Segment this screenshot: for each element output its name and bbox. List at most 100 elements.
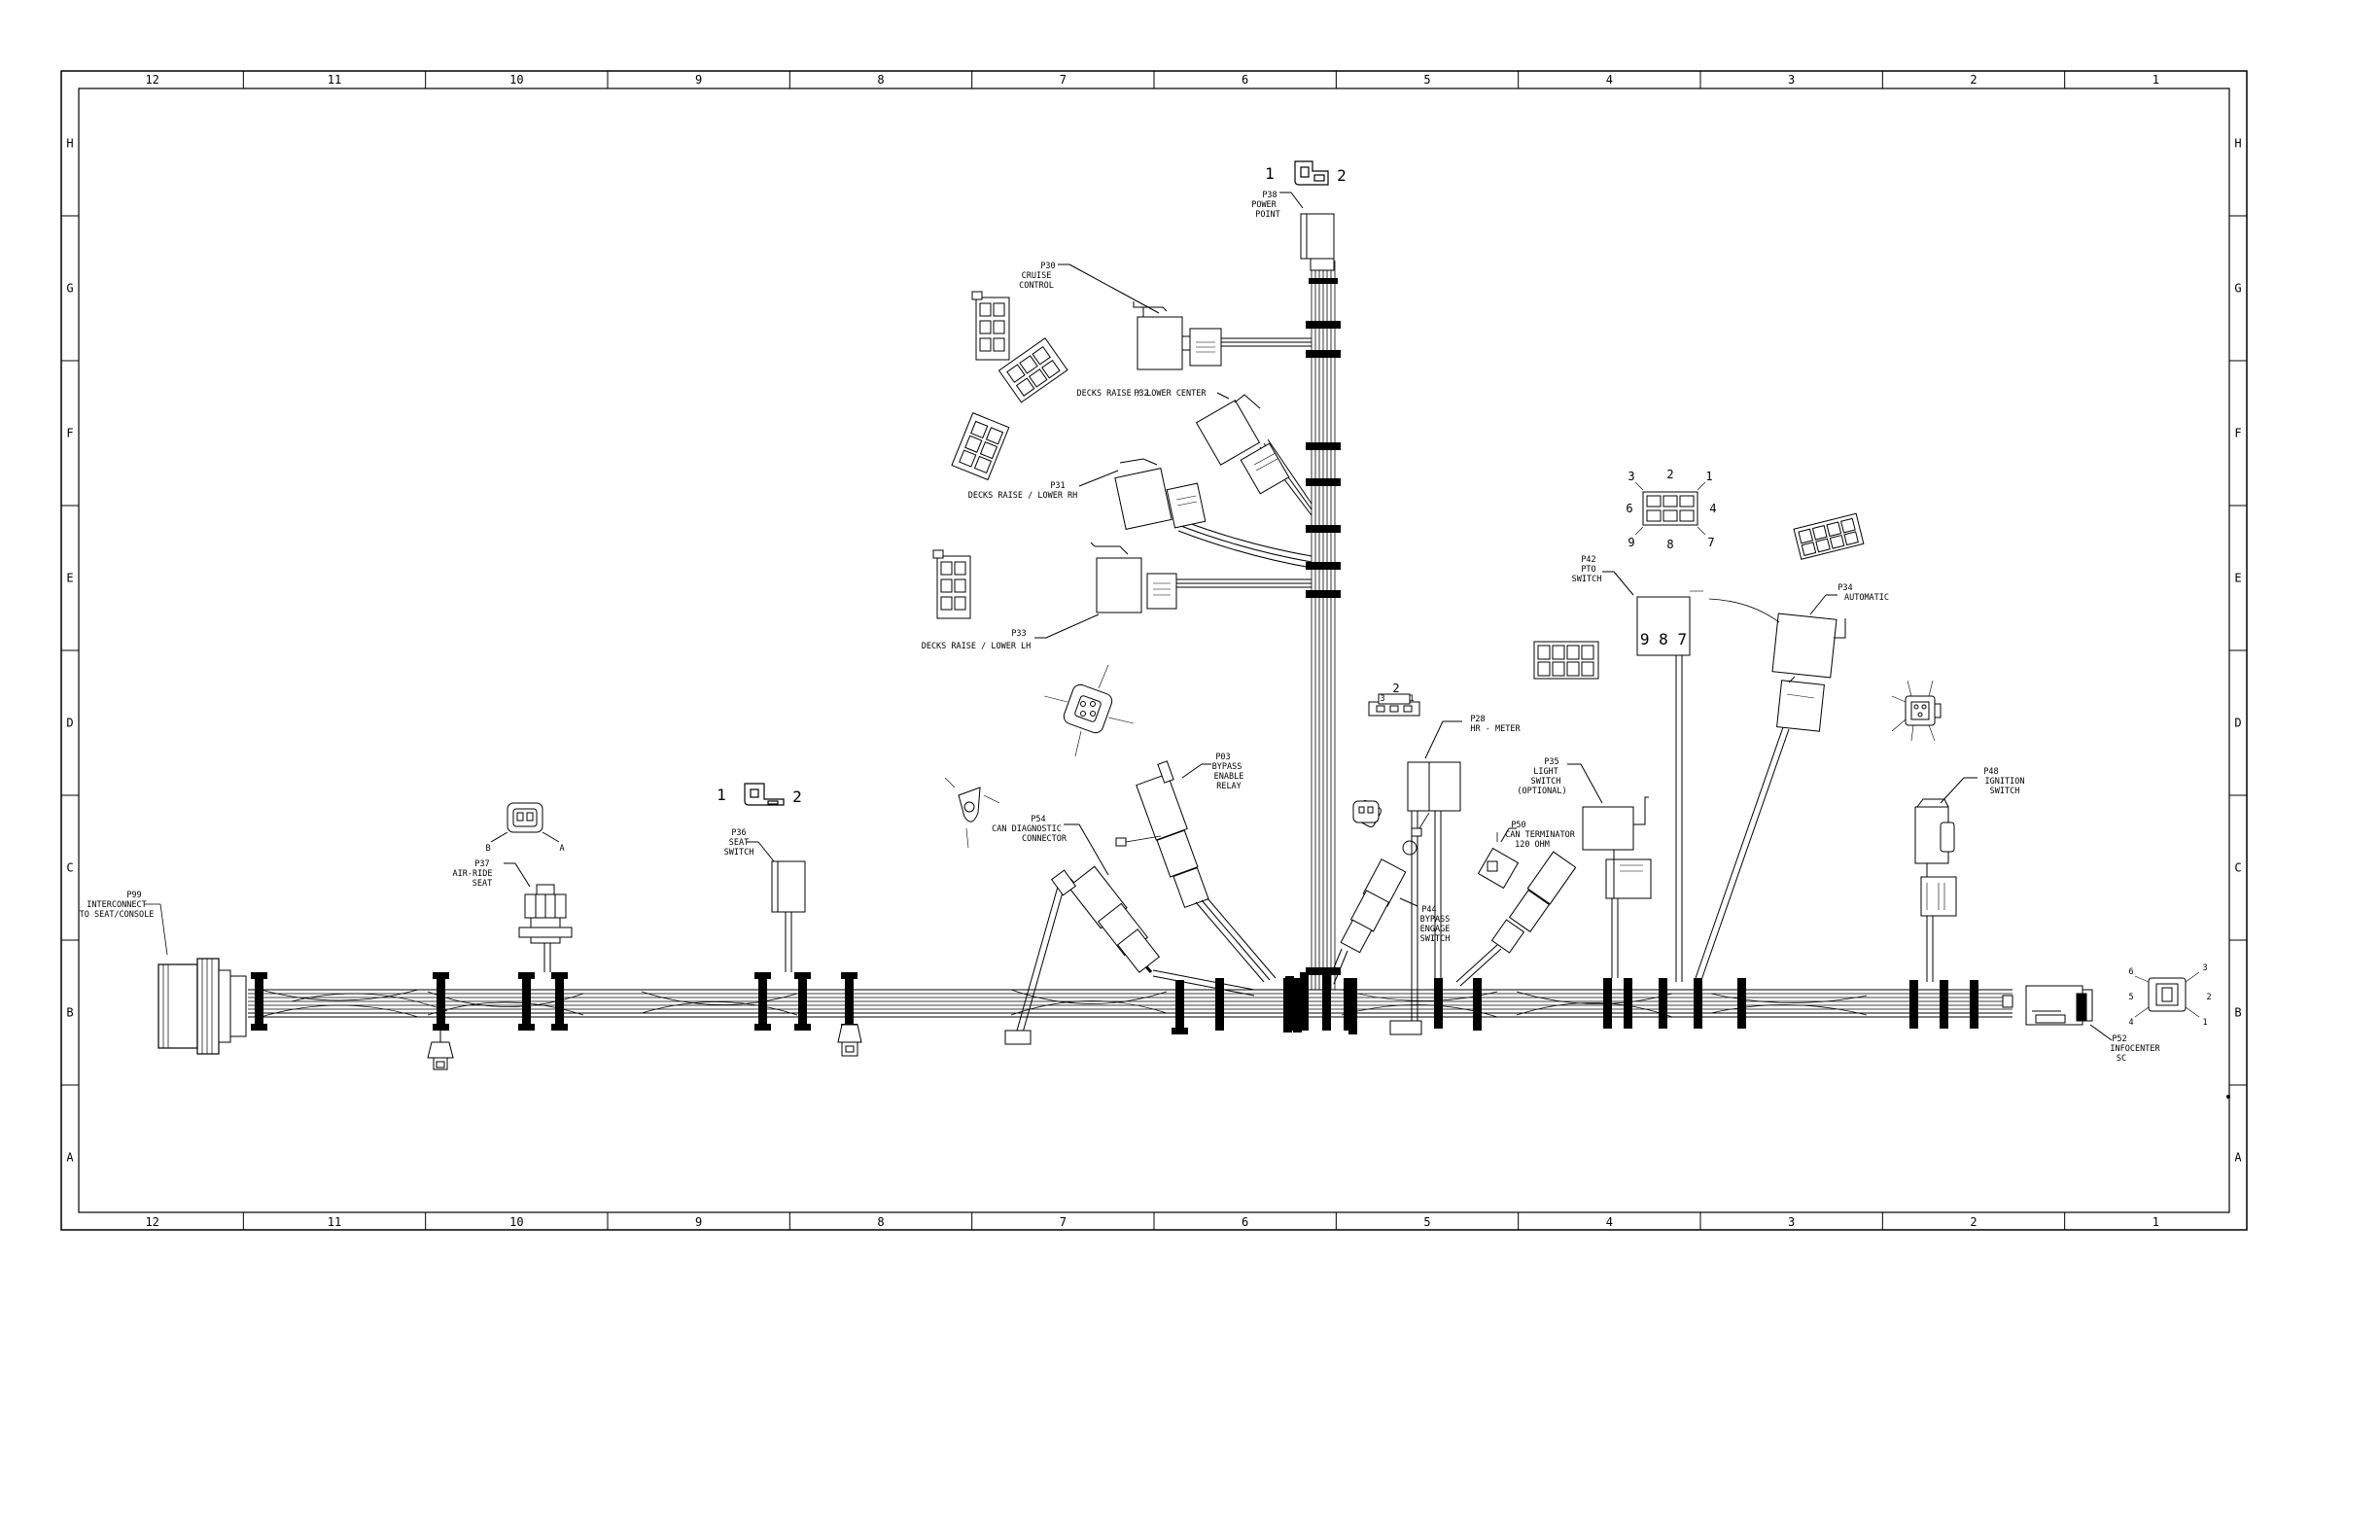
- pto-face-pins: 9 8 7: [1640, 630, 1687, 648]
- infocenter-pin-1: 1: [2202, 1018, 2207, 1028]
- pto-pin-9: 9: [1628, 536, 1634, 549]
- p44-bypass-engage-switch-connector[interactable]: [1327, 799, 1418, 985]
- p36-seat-switch-connector[interactable]: [747, 841, 806, 972]
- hr-meter-pin-3: 3: [1380, 694, 1384, 704]
- p31-label-1: P31: [1050, 481, 1065, 491]
- sheet-frame: [60, 70, 2248, 1231]
- p33-decks-lh-connector[interactable]: [1034, 542, 1312, 639]
- p54-label-3: CONNECTOR: [1022, 834, 1068, 844]
- p42-label-3: SWITCH: [1572, 575, 1602, 584]
- p35-label-1: P35: [1544, 757, 1558, 767]
- zone-column-label-bottom: 1: [2152, 1215, 2159, 1229]
- pto-pin-3: 3: [1628, 470, 1634, 483]
- p99-label-2: INTERCONNECT: [87, 900, 146, 910]
- p30-cruise-control-connector[interactable]: [1058, 263, 1312, 370]
- p52-label-3: SC: [2117, 1054, 2126, 1064]
- p42-pto-switch-connector[interactable]: [1602, 571, 1691, 982]
- p50-can-terminator-connector[interactable]: [1455, 827, 1577, 987]
- p48-label-1: P48: [1983, 767, 1998, 777]
- p50-label-1: P50: [1511, 821, 1525, 830]
- p52-label-2: INFOCENTER: [2110, 1044, 2160, 1054]
- p37-label-1: P37: [474, 859, 489, 869]
- zone-row-label-right: C: [2234, 861, 2241, 875]
- p03-label-3: ENABLE: [1214, 772, 1244, 782]
- main-trunk: [248, 989, 2013, 1018]
- zone-column-label-top: 11: [328, 73, 341, 87]
- zone-row-label-right: D: [2234, 717, 2241, 730]
- p32-decks-center-connector[interactable]: [1195, 392, 1312, 516]
- infocenter-pin-3: 3: [2202, 963, 2207, 973]
- p50-label-3: 120 OHM: [1515, 840, 1550, 850]
- zone-column-label-top: 12: [145, 73, 158, 87]
- p48-ignition-switch-connector[interactable]: [1914, 777, 1978, 982]
- p38-label-3: POINT: [1255, 210, 1280, 220]
- p36-label-2: SEAT: [729, 838, 749, 848]
- p28-hour-meter-connector[interactable]: [1389, 720, 1462, 1035]
- zone-column-label-top: 6: [1242, 73, 1248, 87]
- p50-label-2: CAN TERMINATOR: [1505, 830, 1576, 840]
- p32-label-1: P32: [1134, 389, 1148, 399]
- p32-label-2: DECKS RAISE / LOWER CENTER: [1076, 389, 1207, 399]
- zone-row-label-right: F: [2234, 427, 2241, 440]
- zone-column-label-top: 9: [695, 73, 702, 87]
- p38-power-point-connector[interactable]: [1279, 192, 1335, 271]
- drop-plug-center[interactable]: [837, 1017, 862, 1057]
- p42-label-1: P42: [1581, 555, 1595, 565]
- p30-label-3: CONTROL: [1019, 281, 1054, 291]
- ignition-pinout-detail: [1891, 680, 1942, 742]
- p34-automatic-connector[interactable]: [1690, 590, 1846, 981]
- trunk-clamps: [251, 972, 1978, 1034]
- pto-pin-1: 1: [1705, 470, 1712, 483]
- p48-label-3: SWITCH: [1990, 787, 2020, 796]
- p44-label-1: P44: [1421, 905, 1436, 915]
- decks-pinout-detail-1: [971, 291, 1010, 361]
- zone-column-label-top: 10: [509, 73, 523, 87]
- zone-row-label-right: E: [2234, 572, 2241, 585]
- zone-row-label-right: G: [2234, 282, 2241, 296]
- p35-label-4: (OPTIONAL): [1517, 787, 1566, 796]
- p30-label-2: CRUISE: [1022, 271, 1052, 281]
- infocenter-pinout-detail: [2134, 971, 2200, 1018]
- p99-interconnect-connector[interactable]: [144, 903, 247, 1055]
- zone-row-label-right: A: [2234, 1151, 2242, 1165]
- can-pigtail-lead: [1004, 869, 1077, 1045]
- zone-column-label-bottom: 3: [1788, 1215, 1795, 1229]
- p54-label-1: P54: [1031, 815, 1045, 824]
- zone-grid: [61, 71, 2247, 1230]
- power-point-pinout-detail: [1294, 160, 1329, 186]
- p54-label-2: CAN DIAGNOSTIC: [992, 824, 1062, 834]
- p54-can-diagnostic-connector[interactable]: [944, 777, 1255, 997]
- pto-pin-7: 7: [1707, 536, 1714, 549]
- zone-column-label-top: 3: [1788, 73, 1795, 87]
- zone-column-label-bottom: 12: [145, 1215, 158, 1229]
- p33-label-2: DECKS RAISE / LOWER LH: [922, 642, 1032, 651]
- light-switch-pinout-detail: [1533, 641, 1599, 680]
- zone-column-label-bottom: 10: [509, 1215, 523, 1229]
- p31-label-2: DECKS RAISE / LOWER RH: [968, 491, 1078, 501]
- p33-label-1: P33: [1011, 629, 1026, 639]
- zone-column-label-top: 8: [877, 73, 884, 87]
- zone-column-label-bottom: 6: [1242, 1215, 1248, 1229]
- p52-label-1: P52: [2112, 1034, 2126, 1044]
- round-pinout-detail-d7: [1043, 664, 1135, 757]
- p37-air-ride-connector[interactable]: [504, 862, 573, 972]
- drop-plug-left[interactable]: [427, 1031, 454, 1070]
- p03-label-2: BYPASS: [1212, 762, 1242, 772]
- automatic-pinout-detail: [1793, 512, 1865, 560]
- p34-label-2: AUTOMATIC: [1844, 593, 1889, 603]
- pto-pin-2: 2: [1666, 468, 1673, 481]
- zone-column-label-bottom: 2: [1970, 1215, 1977, 1229]
- p99-label-3: TO SEAT/CONSOLE: [80, 910, 155, 920]
- p35-light-switch-connector[interactable]: [1567, 763, 1652, 978]
- zone-row-label-left: B: [66, 1006, 73, 1020]
- pto-pinout-detail: [1634, 481, 1706, 536]
- p03-bypass-enable-relay-connector[interactable]: [1115, 760, 1277, 983]
- p42-label-2: PTO: [1581, 565, 1595, 575]
- p03-label-4: RELAY: [1216, 782, 1242, 791]
- decks-pinout-detail-2: [998, 337, 1068, 403]
- zone-row-label-left: A: [66, 1151, 74, 1165]
- decks-pinout-detail-3: [951, 412, 1010, 481]
- p52-infocenter-connector[interactable]: [2025, 985, 2113, 1041]
- seat-switch-pinout-detail: [744, 783, 785, 806]
- p31-decks-rh-connector[interactable]: [1078, 458, 1312, 569]
